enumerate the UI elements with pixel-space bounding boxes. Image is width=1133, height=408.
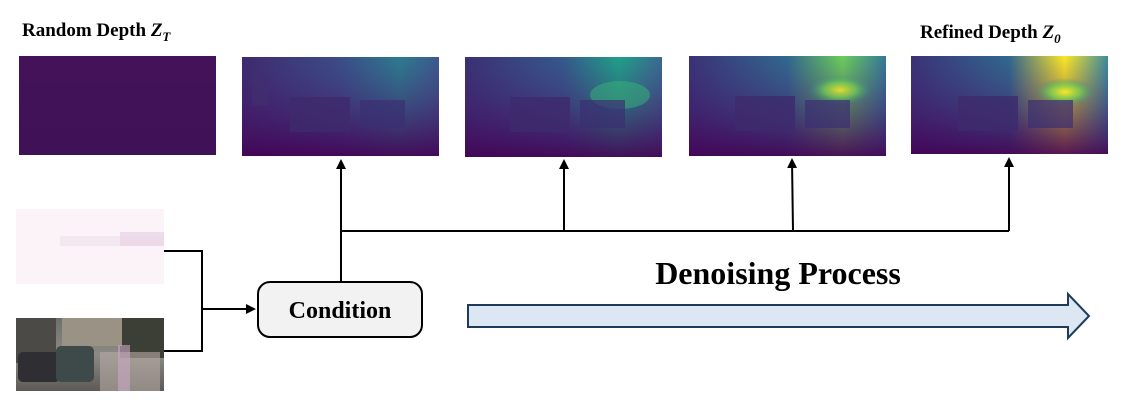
input-connectors <box>164 250 256 352</box>
denoising-process-label: Denoising Process <box>655 255 901 291</box>
denoising-process-arrow <box>467 291 1091 341</box>
refined-depth-label: Refined Depth Z0 <box>920 22 1061 46</box>
depth-map-step-1 <box>242 57 439 156</box>
depth-map-random <box>19 56 216 155</box>
depth-map-step-4 <box>911 56 1108 154</box>
sparse-depth-input-image <box>16 209 164 284</box>
random-depth-label: Random Depth ZT <box>22 20 171 44</box>
condition-label: Condition <box>289 298 392 324</box>
depth-map-step-2 <box>465 57 662 157</box>
depth-map-step-3 <box>689 56 886 156</box>
condition-box: Condition <box>257 281 423 338</box>
condition-connectors <box>336 157 1014 281</box>
rgb-street-input-image <box>16 318 164 391</box>
